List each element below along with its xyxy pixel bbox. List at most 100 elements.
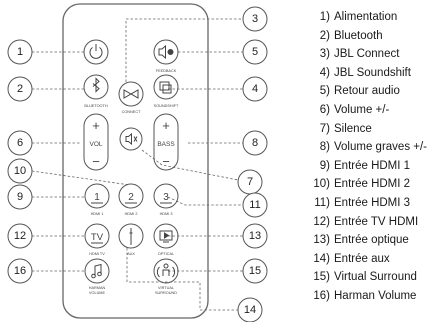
callout-number: 6 [17,137,23,149]
legend-number: 5) [319,85,330,98]
connect-label: CONNECT [122,110,141,114]
legend-item: 6) Volume +/- [300,101,427,120]
hdmi2-label: HDMI 2 [125,212,138,216]
legend-number: 4) [319,66,330,79]
legend-label: Volume graves +/- [334,141,428,154]
legend-label: Entrée aux [334,252,390,265]
legend-number: 6) [319,103,330,116]
power-icon [89,44,103,59]
legend-number: 10) [313,178,330,191]
legend-number: 8) [319,141,330,154]
connect-icon [123,89,139,99]
leader-7 [141,149,239,181]
legend-item: 9) Entrée HDMI 1 [300,157,427,176]
legend-label: Silence [334,122,372,135]
legend-list: 1)Alimentation 2)Bluetooth 3)JBL Connect… [300,8,427,306]
hdmi1-button[interactable] [84,183,110,209]
legend-label: Volume +/- [334,103,390,116]
bass-rocker[interactable] [153,113,179,171]
callout-number: 4 [252,83,258,95]
callout-number: 10 [14,165,26,177]
harman-label-2: VOLUME [89,291,106,295]
legend-item: 15) Virtual Surround [300,268,427,287]
bass-minus: − [162,154,170,169]
hdmi2-number: 2 [128,192,134,203]
mute-button[interactable] [119,127,143,151]
legend-number: 12) [313,215,330,228]
virtual-label-2: SURROUND [155,291,177,295]
tv-number: TV [91,232,104,243]
aux-label: AUX [127,252,135,256]
music-note-icon [91,263,102,279]
leader-11 [167,196,243,206]
vol-plus: + [92,118,100,133]
legend-item: 14)Entrée aux [300,250,427,269]
volume-rocker[interactable] [83,113,109,171]
callout-14 [237,297,263,322]
legend-number: 11) [314,196,330,209]
soundshift-label: SOUNDSHIFT [154,104,179,108]
aux-button[interactable] [118,223,144,249]
power-button[interactable] [83,39,109,65]
mute-icon [125,132,138,146]
callout-number: 9 [17,191,23,203]
callout-16 [7,258,33,284]
optical-button[interactable] [153,223,179,249]
callout-4 [242,76,268,102]
optical-label: OPTICAL [158,252,174,256]
hdmi2-button[interactable] [118,183,144,209]
feedback-button[interactable] [153,39,179,65]
callout-number: 5 [252,46,258,58]
vol-minus: − [92,154,100,169]
callout-number: 1 [17,46,23,58]
aux-jack-icon [129,228,133,245]
legend-item: 1) Alimentation [300,8,427,27]
legend-label: Alimentation [334,11,398,23]
hdmi3-number: 3 [163,192,169,203]
legend-number: 15) [313,271,330,284]
legend-number: 9) [319,159,330,172]
harman-volume-button[interactable] [84,258,110,284]
callout-3 [242,6,268,32]
leader-10 [31,170,131,186]
legend-label: JBL Soundshift [334,66,411,79]
legend-label: Entrée HDMI 1 [334,159,411,172]
callout-8 [242,130,268,156]
callout-number: 12 [14,230,26,242]
hdmi3-button[interactable] [153,183,179,209]
hdmi1-number: 1 [94,192,100,203]
callout-number: 3 [252,13,258,25]
legend-item: 5)Retour audio [300,82,427,101]
bluetooth-button[interactable] [83,74,109,100]
callout-9 [7,184,33,210]
callout-2 [7,76,33,102]
hdmi-tv-button[interactable] [84,223,110,249]
soundshift-button[interactable] [153,74,179,100]
legend-label: Entrée HDMI 3 [334,196,411,209]
legend-item: 16)Harman Volume [300,287,427,306]
bass-plus: + [162,118,170,133]
callout-1 [7,39,33,65]
optical-icon [159,230,173,243]
legend-number: 3) [319,48,330,61]
legend-number: 16) [313,289,330,302]
surround-icon [156,263,176,278]
callout-11 [242,192,268,218]
legend-label: Virtual Surround [334,271,417,284]
leader-3 [125,18,243,82]
soundshift-icon [159,81,172,94]
callout-number: 11 [249,199,260,211]
remote-body [62,3,209,319]
virtual-surround-button[interactable] [153,258,179,284]
callout-number: 16 [14,265,26,277]
bass-label: BASS [157,141,175,148]
legend-label: Entrée HDMI 2 [334,178,411,191]
legend-label: JBL Connect [334,48,400,61]
legend-number: 13) [313,234,330,247]
connect-button[interactable] [118,81,144,107]
legend-number: 7) [319,122,330,135]
legend-number: 1) [319,11,330,23]
legend-item: 13)Entrée optique [300,231,427,250]
leader-14 [126,248,238,311]
virtual-label-1: VIRTUAL [158,286,174,290]
